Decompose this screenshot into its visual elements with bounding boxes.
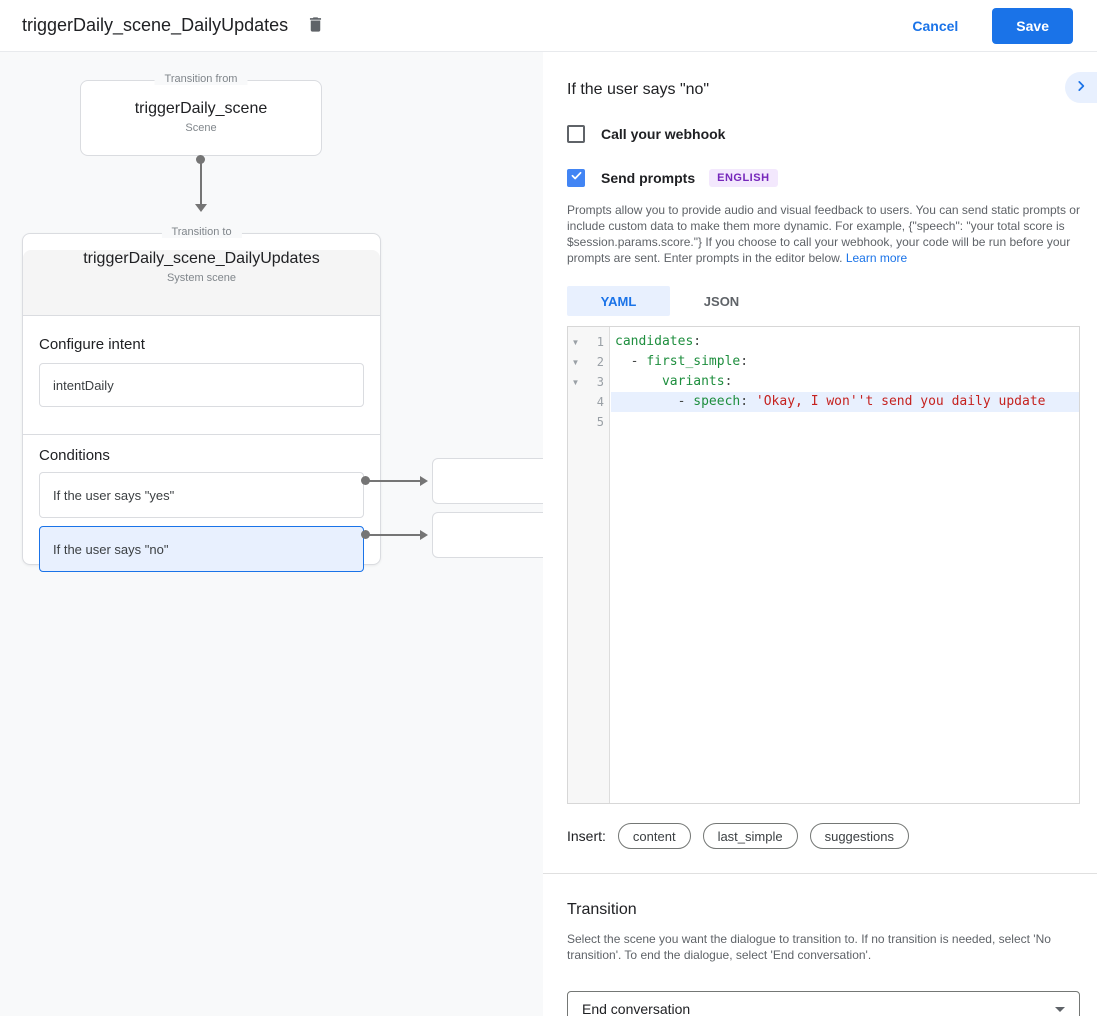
code-line[interactable]: - first_simple:	[615, 354, 749, 369]
transition-from-legend: Transition from	[154, 73, 248, 85]
editor-tabs: YAML JSON	[567, 286, 1080, 316]
page-title: triggerDaily_scene_DailyUpdates	[22, 15, 289, 35]
from-scene-type: Scene	[185, 122, 217, 134]
code-line[interactable]: candidates:	[615, 334, 702, 349]
line-number: 3	[596, 375, 604, 389]
code-line[interactable]	[611, 412, 1079, 432]
language-badge: ENGLISH	[709, 169, 778, 187]
condition-target-node[interactable]	[432, 512, 543, 558]
webhook-checkbox-row: Call your webhook	[567, 125, 1080, 143]
cancel-button[interactable]: Cancel	[912, 17, 959, 34]
prompts-description: Prompts allow you to provide audio and v…	[567, 202, 1080, 266]
to-scene-name: triggerDaily_scene_DailyUpdates	[83, 250, 320, 267]
connector-dot	[196, 155, 205, 164]
connector-line	[366, 480, 420, 482]
caret-down-icon	[1055, 1006, 1065, 1012]
insert-pill-content[interactable]: content	[617, 823, 691, 849]
line-number: 4	[596, 395, 604, 409]
connector-dot	[361, 530, 370, 539]
transition-select[interactable]: End conversation	[567, 991, 1080, 1016]
panel-title: If the user says "no"	[567, 81, 710, 98]
condition-target-node[interactable]	[432, 458, 543, 504]
prompts-checkbox[interactable]	[567, 169, 585, 187]
save-button[interactable]: Save	[992, 7, 1073, 44]
arrow-right-icon	[420, 530, 428, 540]
fold-arrow-icon[interactable]: ▼	[571, 337, 580, 347]
line-number: 2	[596, 355, 604, 369]
tab-yaml[interactable]: YAML	[567, 286, 670, 316]
gutter-row: 5	[568, 412, 609, 432]
configure-intent-label: Configure intent	[39, 336, 145, 353]
code-line[interactable]: - speech: 'Okay, I won''t send you daily…	[611, 392, 1079, 412]
to-scene-type: System scene	[166, 272, 237, 284]
checkmark-icon	[570, 169, 583, 187]
prompts-description-text: Prompts allow you to provide audio and v…	[567, 203, 1080, 265]
prompts-checkbox-row: Send prompts ENGLISH	[567, 169, 1080, 187]
tab-json[interactable]: JSON	[703, 293, 740, 309]
transition-to-node: Transition to triggerDaily_scene_DailyUp…	[22, 226, 381, 572]
arrow-down-icon	[195, 204, 207, 212]
transition-section-title: Transition	[567, 901, 637, 918]
chevron-right-icon	[1074, 79, 1088, 96]
webhook-checkbox-label: Call your webhook	[601, 126, 726, 142]
transition-from-node[interactable]: Transition from triggerDaily_scene Scene	[80, 73, 322, 156]
gutter-row: 4	[568, 392, 609, 412]
card-divider	[23, 434, 380, 435]
webhook-checkbox[interactable]	[567, 125, 585, 143]
intent-field[interactable]: intentDaily	[39, 363, 364, 407]
condition-row-yes[interactable]: If the user says "yes"	[39, 472, 364, 518]
gutter-row: ▼1	[568, 332, 609, 352]
code-line[interactable]: variants:	[661, 374, 733, 389]
from-scene-name: triggerDaily_scene	[134, 100, 268, 117]
to-scene-header: triggerDaily_scene_DailyUpdates System s…	[23, 250, 380, 316]
condition-row-no[interactable]: If the user says "no"	[39, 526, 364, 572]
insert-label: Insert:	[567, 828, 606, 844]
scene-flow-canvas: Transition from triggerDaily_scene Scene…	[0, 52, 543, 1016]
insert-pill-suggestions[interactable]: suggestions	[809, 823, 909, 849]
delete-button[interactable]	[306, 14, 325, 38]
transition-description: Select the scene you want the dialogue t…	[567, 932, 1051, 962]
collapse-panel-button[interactable]	[1065, 72, 1097, 103]
condition-editor-panel: If the user says "no" Call your webhook …	[543, 52, 1097, 1016]
line-number: 1	[596, 335, 604, 349]
learn-more-link[interactable]: Learn more	[845, 251, 908, 265]
prompts-checkbox-label: Send prompts	[601, 170, 696, 186]
arrow-right-icon	[420, 476, 428, 486]
transition-to-legend: Transition to	[161, 226, 242, 238]
connector-line	[200, 160, 202, 205]
fold-arrow-icon[interactable]: ▼	[571, 377, 580, 387]
fold-arrow-icon[interactable]: ▼	[571, 357, 580, 367]
panel-divider	[543, 873, 1097, 874]
top-bar: triggerDaily_scene_DailyUpdates Cancel S…	[0, 0, 1097, 52]
line-number: 5	[596, 415, 604, 429]
gutter-row: ▼3	[568, 372, 609, 392]
conditions-label: Conditions	[39, 447, 110, 464]
connector-dot	[361, 476, 370, 485]
insert-row: Insert: content last_simple suggestions	[567, 823, 1080, 849]
trash-icon	[306, 14, 325, 38]
transition-select-value: End conversation	[582, 1001, 691, 1016]
editor-code-area[interactable]: candidates: - first_simple: variants: - …	[611, 327, 1079, 803]
connector-line	[366, 534, 420, 536]
insert-pill-last_simple[interactable]: last_simple	[702, 823, 798, 849]
gutter-row: ▼2	[568, 352, 609, 372]
